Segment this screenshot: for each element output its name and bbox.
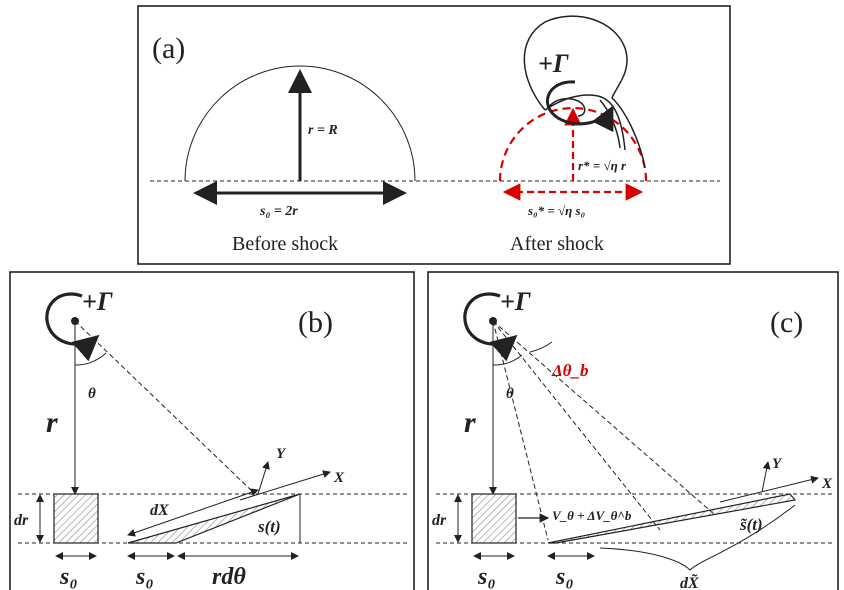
y-label-c: Y (772, 456, 783, 472)
caption-after: After shock (510, 233, 604, 255)
x-label-c: X (821, 476, 833, 492)
circulation-arrow-b (45, 292, 100, 362)
velocity-label-c: V_θ + ΔV_θ^b (552, 508, 632, 523)
x-axis-c (719, 475, 819, 503)
panel-b-tag: (b) (298, 306, 333, 339)
dX-label-b: dX (150, 502, 169, 519)
radius-label: r = R (308, 123, 338, 138)
theta-b: θ (88, 386, 96, 402)
x-axis-b (239, 470, 331, 501)
dX-tilde-label-c: dX̃ (680, 573, 699, 590)
delta-theta-c: Δθ_b (551, 361, 588, 380)
caption-before: Before shock (232, 233, 338, 255)
x-label-b: X (333, 470, 345, 486)
theta-c: θ (506, 386, 514, 402)
angled-line-c2 (492, 320, 716, 516)
dr-label-b: dr (14, 512, 29, 529)
circulation-arrow-c (463, 292, 518, 362)
angled-line-c3 (492, 320, 549, 541)
panel-a-tag: (a) (152, 32, 185, 65)
s0-mid-c: s₀ (555, 564, 574, 590)
theta-arc-b (74, 352, 107, 366)
panel-c-tag: (c) (770, 306, 803, 339)
theta-arc-c (492, 354, 523, 366)
angled-line-b (74, 320, 256, 495)
s0-left-c: s₀ (477, 564, 496, 590)
dr-label-c: dr (432, 512, 447, 529)
y-label-b: Y (276, 446, 287, 462)
semicircle-before (184, 65, 416, 182)
circulation-c: +Γ (500, 287, 531, 316)
y-axis-c (761, 461, 771, 493)
radius-star-label: r* = √η r (578, 158, 627, 173)
delta-theta-arc-c (529, 341, 553, 353)
fluid-element-square-b (53, 493, 99, 544)
s0-left-b: s₀ (59, 564, 78, 590)
dX-arrow-b (127, 488, 259, 537)
panel-a: (a) r = R s₀ = 2r Before shock r* = √η r… (137, 5, 731, 265)
panel-b: (b) +Γ θ r dr dX s(t) X Y s₀ s₀ (9, 271, 415, 590)
r-label-b: r (46, 406, 58, 439)
circulation-b: +Γ (82, 287, 113, 316)
s0-mid-b: s₀ (135, 564, 154, 590)
semicircle-after (498, 106, 648, 182)
s-t-label-b: s(t) (257, 517, 281, 536)
panel-c: (c) +Γ θ Δθ_b r dr V_θ + ΔV_θ^b dX̃ s̃(t… (427, 271, 839, 590)
y-axis-b (257, 461, 270, 495)
dX-tilde-brace-c (599, 504, 796, 571)
stretched-element-c (547, 493, 797, 544)
width-star-label: s₀* = √η s₀ (527, 203, 585, 218)
r-label-c: r (464, 406, 476, 439)
s-tilde-label-c: s̃(t) (739, 515, 763, 534)
rdtheta-b: rdθ (212, 564, 246, 590)
width-label: s₀ = 2r (259, 204, 298, 219)
fluid-element-square-c (471, 493, 517, 544)
circulation-arrow-a (546, 80, 614, 133)
circulation-a: +Γ (538, 49, 569, 78)
